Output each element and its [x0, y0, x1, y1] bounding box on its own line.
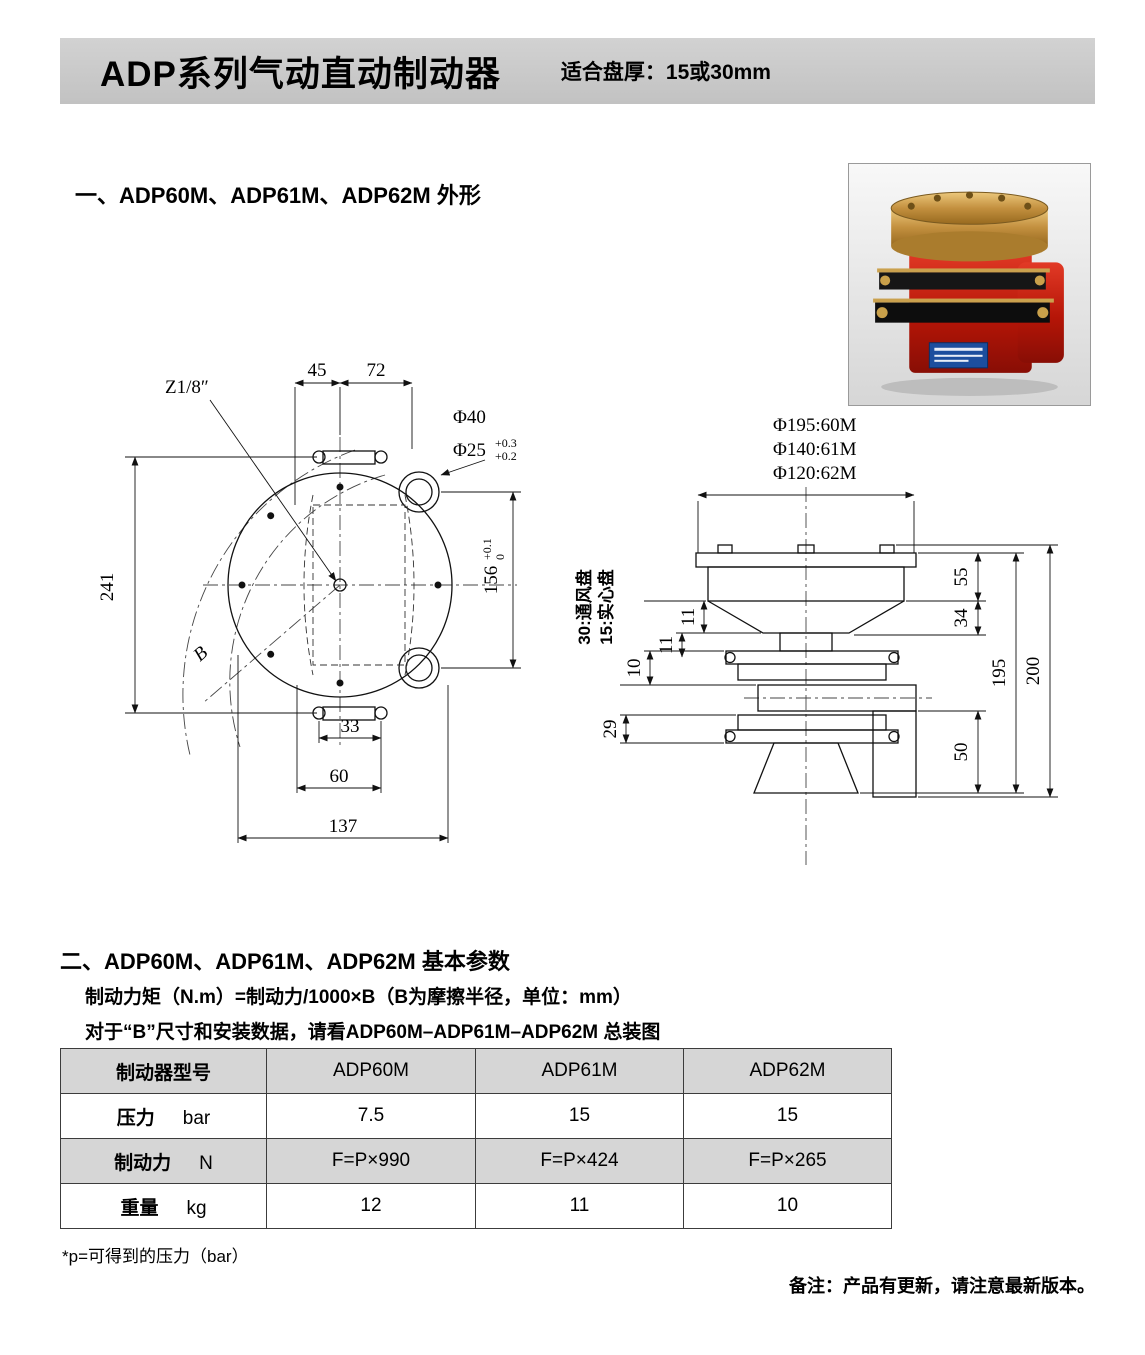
product-photo — [848, 163, 1091, 406]
version-remark: 备注：产品有更新，请注意最新版本。 — [789, 1276, 1095, 1296]
hidden-lines — [303, 494, 415, 676]
hub-drum — [872, 710, 917, 798]
col-header-adp61m: ADP61M — [475, 1048, 684, 1094]
front-view-geometry — [227, 450, 453, 721]
table-row-pressure: 压力 bar 7.5 15 15 — [60, 1093, 892, 1139]
brake-cylinder — [890, 191, 1049, 262]
row-unit-text: N — [199, 1152, 213, 1174]
col-header-model: 制动器型号 — [60, 1048, 267, 1094]
dim-156-label: 156 — [481, 566, 502, 595]
dim-11a-label: 11 — [678, 608, 699, 626]
dim-60-label: 60 — [330, 766, 349, 787]
cell-force-adp60m: F=P×990 — [266, 1138, 476, 1184]
upper-pad — [737, 663, 887, 681]
cell-pressure-adp60m: 7.5 — [266, 1093, 476, 1139]
col-header-adp62m: ADP62M — [683, 1048, 892, 1094]
torque-formula: 制动力矩（N.m）=制动力/1000×B（B为摩擦半径，单位：mm） — [85, 987, 632, 1008]
table-header-row: 制动器型号 ADP60M ADP61M ADP62M — [60, 1048, 892, 1094]
parameters-table: 制动器型号 ADP60M ADP61M ADP62M 压力 bar 7.5 15 … — [60, 1048, 892, 1229]
side-center-lines — [744, 487, 932, 865]
header-bar: ADP系列气动直动制动器 适合盘厚：15或30mm — [60, 38, 1095, 104]
disc-type-15-label: 15:实心盘 — [596, 569, 616, 645]
table-row-weight: 重量 kg 12 11 10 — [60, 1183, 892, 1229]
lower-backing-plate — [725, 729, 899, 744]
page-title: ADP系列气动直动制动器 — [100, 54, 501, 94]
dimension-lines — [125, 379, 521, 843]
cell-pressure-adp62m: 15 — [683, 1093, 892, 1139]
center-lines — [182, 437, 517, 756]
dim-phi40-label: Φ40 — [453, 407, 486, 428]
upper-backing-plate — [725, 650, 899, 665]
dim-10-label: 10 — [624, 659, 645, 678]
phi25-tol-upper: +0.3 — [495, 436, 517, 450]
dim-200-label: 200 — [1023, 657, 1044, 686]
row-label-text: 制动力 — [114, 1152, 172, 1174]
thread-label: Z1/8″ — [165, 377, 209, 398]
dim-phi25-label: Φ25 — [453, 440, 486, 461]
flange-body — [707, 566, 905, 602]
dim-34-label: 34 — [951, 608, 972, 628]
dim-195-label: 195 — [989, 659, 1010, 688]
section1-heading: 一、ADP60M、ADP61M、ADP62M 外形 — [75, 183, 481, 208]
cell-pressure-adp61m: 15 — [475, 1093, 684, 1139]
lower-pad — [737, 714, 887, 731]
row-label-weight: 重量 kg — [60, 1183, 267, 1229]
disc-type-30-label: 30:通风盘 — [574, 569, 594, 645]
dim-11b-label: 11 — [656, 636, 677, 654]
dim-33-label: 33 — [341, 716, 360, 737]
section2-heading: 二、ADP60M、ADP61M、ADP62M 基本参数 — [60, 949, 510, 974]
row-label-pressure: 压力 bar — [60, 1093, 267, 1139]
side-view-labels: Φ195:60M Φ140:61M Φ120:62M 30:通风盘 15:实心盘… — [574, 415, 1044, 762]
dim-55-label: 55 — [951, 568, 972, 587]
cell-weight-adp60m: 12 — [266, 1183, 476, 1229]
dim-72-label: 72 — [367, 360, 386, 381]
dim-156-group: 156 +0.1 0 — [480, 538, 507, 594]
dim-156-tol-upper: +0.1 — [480, 538, 494, 560]
front-view-drawing: Z1/8″ 45 72 Φ40 Φ25 +0.3 +0.2 156 +0.1 0… — [97, 360, 521, 843]
phi140-label: Φ140:61M — [773, 439, 857, 460]
phi195-label: Φ195:60M — [773, 415, 857, 436]
dim-B-label: B — [190, 642, 213, 666]
cell-weight-adp62m: 10 — [683, 1183, 892, 1229]
brake-pads — [873, 268, 1054, 323]
disc-thickness-note: 适合盘厚：15或30mm — [560, 61, 771, 84]
phi25-tol-lower: +0.2 — [495, 449, 517, 463]
disc — [757, 684, 917, 712]
pressure-footnote: *p=可得到的压力（bar） — [62, 1247, 249, 1266]
product-photo-illustration — [849, 164, 1090, 405]
dim-29-label: 29 — [600, 720, 621, 739]
side-dimension-lines — [620, 491, 1058, 798]
bottom-arm — [753, 742, 859, 794]
top-clamp — [322, 450, 376, 465]
side-view-geometry — [695, 544, 917, 798]
col-header-adp60m: ADP60M — [266, 1048, 476, 1094]
b-dimension-note: 对于“B”尺寸和安装数据，请看ADP60M–ADP61M–ADP62M 总装图 — [85, 1022, 661, 1043]
cell-force-adp61m: F=P×424 — [475, 1138, 684, 1184]
row-unit-text: kg — [186, 1197, 207, 1219]
row-unit-text: bar — [182, 1107, 211, 1129]
side-view-drawing: Φ195:60M Φ140:61M Φ120:62M 30:通风盘 15:实心盘… — [574, 415, 1058, 865]
photo-shadow — [881, 377, 1058, 396]
dim-137-label: 137 — [329, 816, 358, 837]
front-view-labels: Z1/8″ 45 72 Φ40 Φ25 +0.3 +0.2 156 +0.1 0… — [97, 360, 517, 837]
dim-50-label: 50 — [951, 743, 972, 762]
bolt-dots — [238, 483, 442, 687]
row-label-text: 压力 — [116, 1107, 155, 1129]
product-nameplate — [928, 342, 989, 369]
dim-45-label: 45 — [308, 360, 327, 381]
cell-weight-adp61m: 11 — [475, 1183, 684, 1229]
cell-force-adp62m: F=P×265 — [683, 1138, 892, 1184]
dim-156-tol-lower: 0 — [493, 554, 507, 560]
dim-241-label: 241 — [97, 573, 118, 602]
row-label-force: 制动力 N — [60, 1138, 267, 1184]
row-label-text: 重量 — [120, 1197, 159, 1219]
table-row-force: 制动力 N F=P×990 F=P×424 F=P×265 — [60, 1138, 892, 1184]
phi120-label: Φ120:62M — [773, 463, 857, 484]
